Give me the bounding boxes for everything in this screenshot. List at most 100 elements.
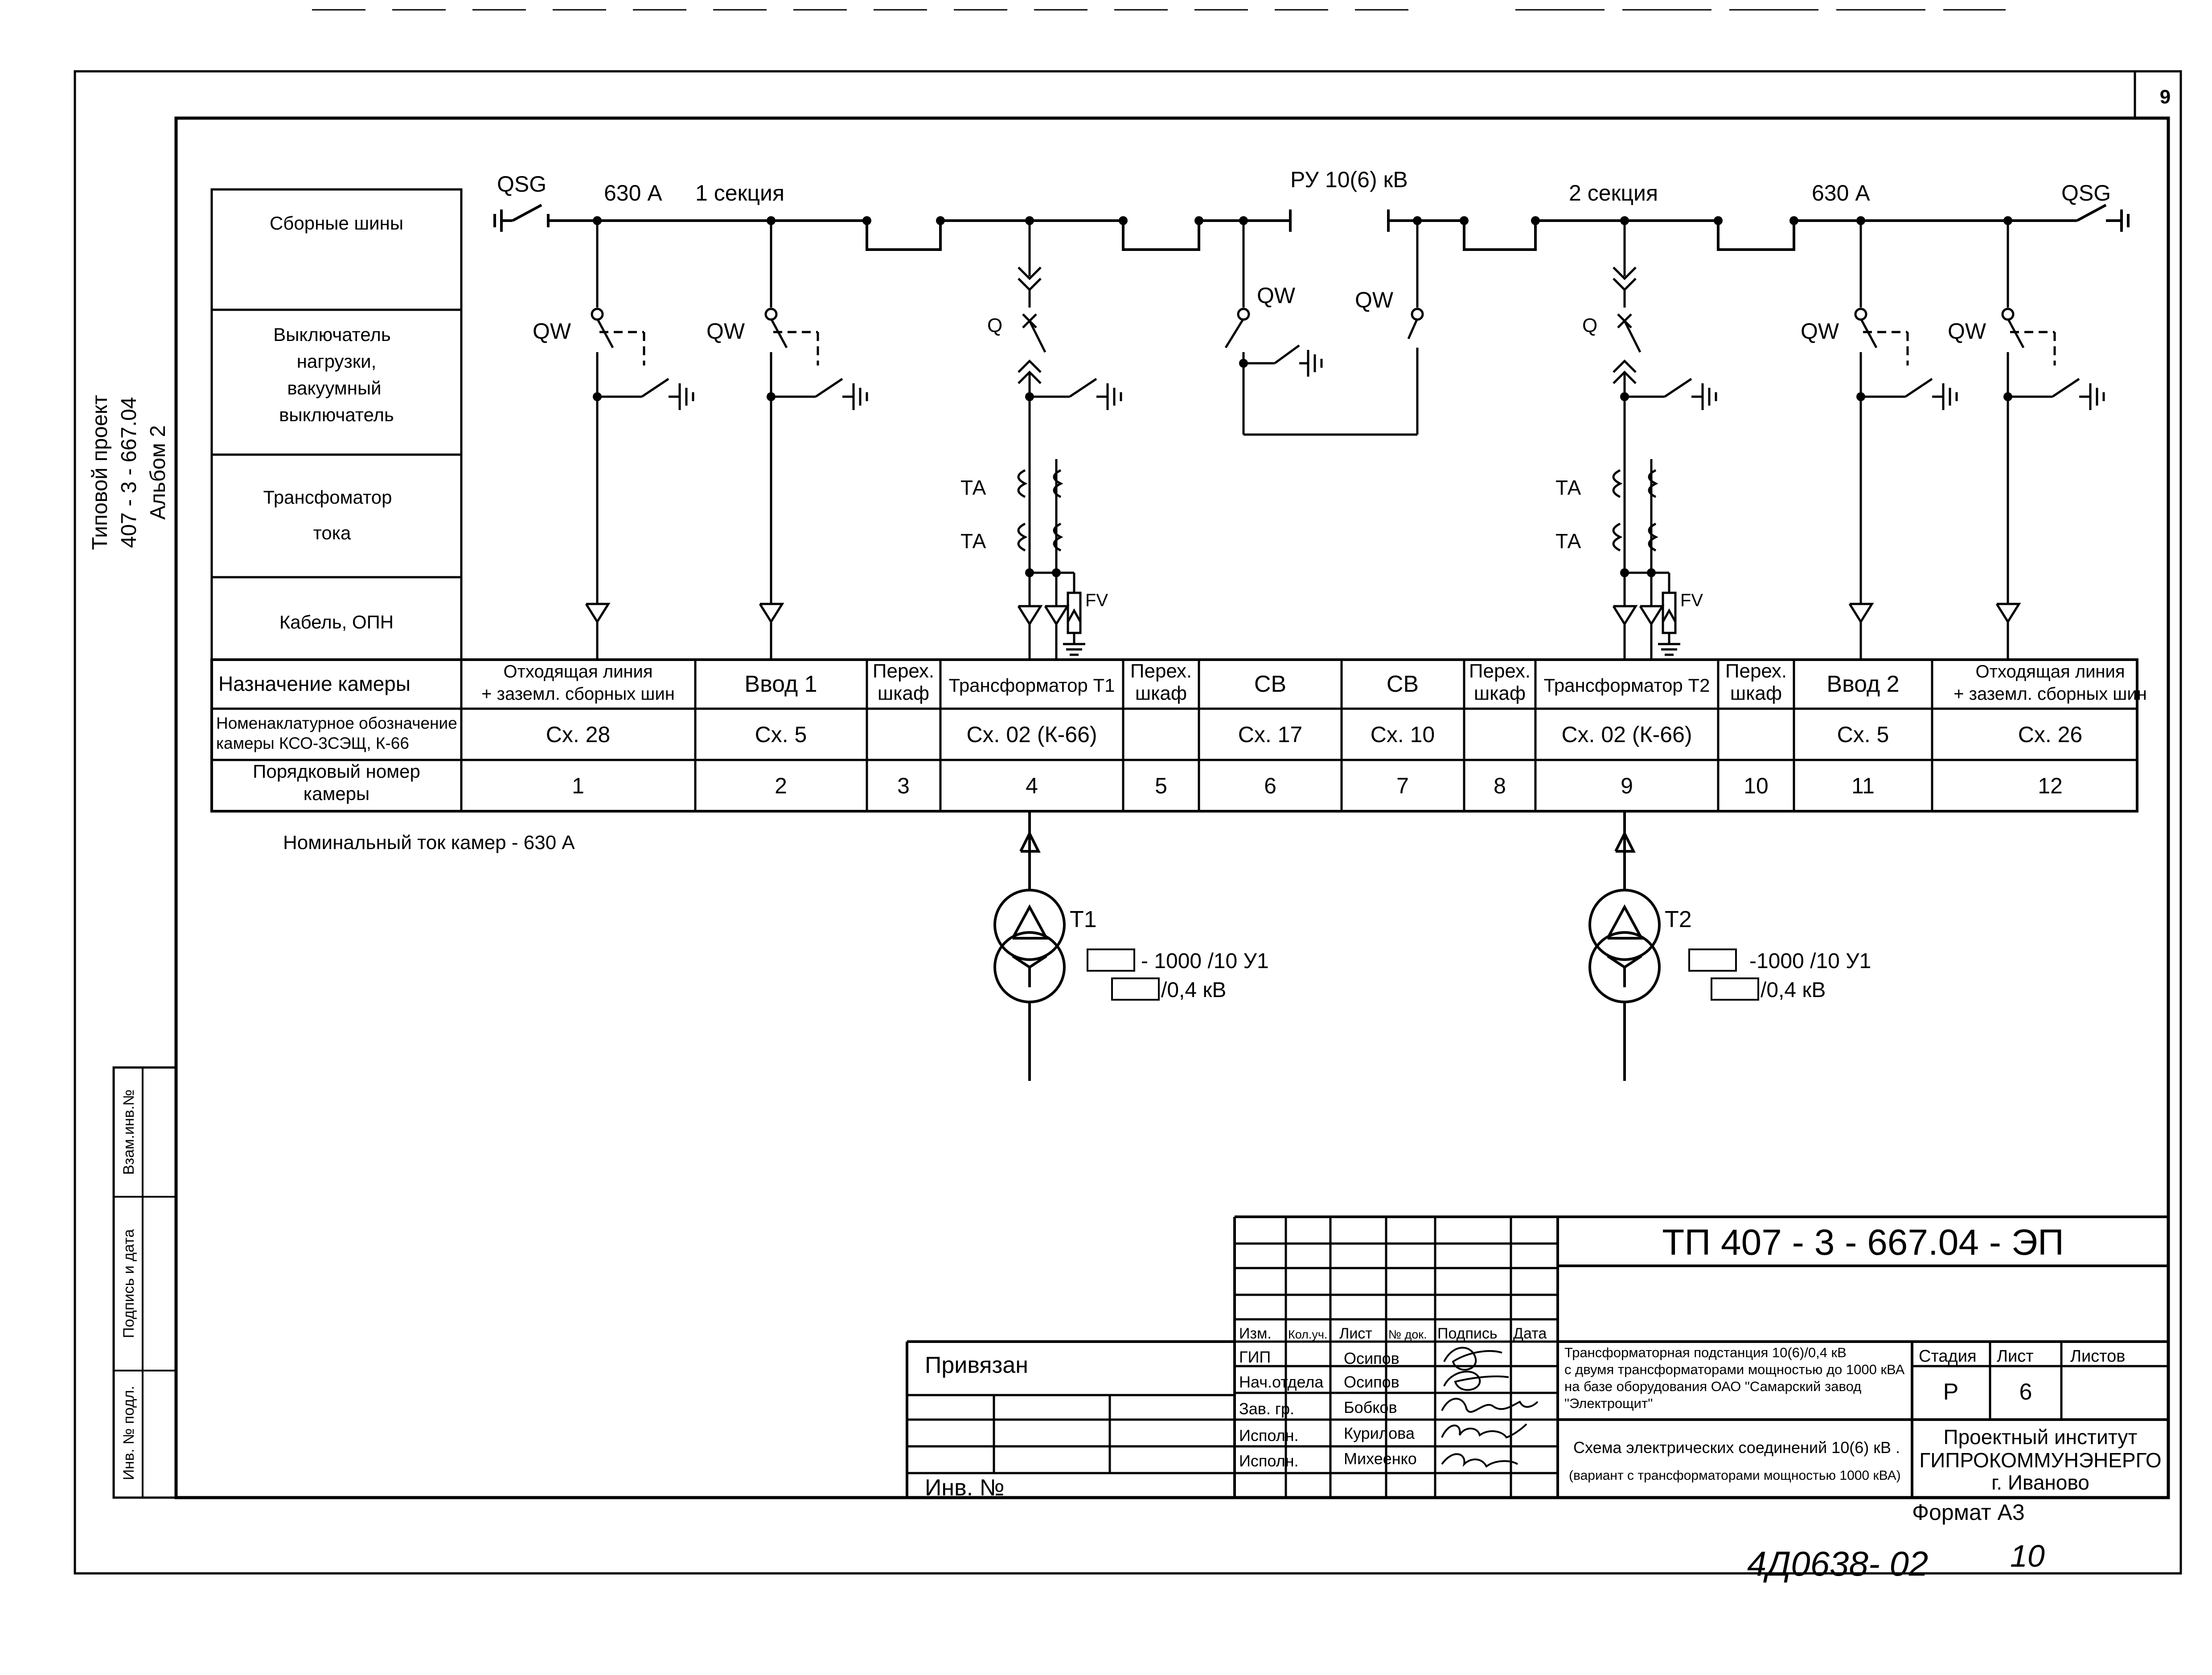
chamber-purpose-9: Трансформатор Т2 [1544,675,1710,696]
left-strip-label-3: Инв. № подл. [120,1386,137,1480]
t2-rating-hv: -1000 /10 У1 [1749,949,1871,973]
role-name-1: Осипов [1344,1349,1399,1367]
t2-label: Т2 [1665,907,1692,932]
title-block-grid [906,1215,2168,1498]
role-5: Исполн. [1239,1452,1299,1470]
purpose-header: Назначение камеры [218,672,410,695]
rev-header-signature: Подпись [1437,1325,1498,1342]
row-header-busbars: Сборные шины [270,213,403,234]
ta-label-4a: ТА [960,476,986,499]
chamber-number-1: 1 [572,773,584,798]
object-title-3: на базе оборудования ОАО "Самарский заво… [1564,1379,1861,1394]
chamber-code-11: Сх. 5 [1837,722,1889,747]
role-name-5: Михеенко [1344,1449,1417,1468]
chamber-purpose-11: Ввод 2 [1826,671,1899,697]
chamber-purpose-10-line-1: Перех. [1725,660,1787,682]
stage-value: Р [1943,1379,1959,1405]
row-header-ct-1: Трансфоматор [263,487,392,508]
left-strip-label-1: Взам.инв.№ [120,1089,137,1175]
ta-label-9b: ТА [1555,530,1581,553]
role-3: Зав. гр. [1239,1400,1294,1418]
inv-label: Инв. № [925,1475,1004,1501]
transformer-symbols [993,811,1759,1081]
qw-label-2: QW [706,319,745,344]
row-header-ct-2: тока [313,522,351,543]
qw-label-11: QW [1801,319,1839,344]
section-2-label: 2 секция [1569,181,1658,205]
org-line-3: г. Иваново [1991,1471,2089,1494]
chamber-number-10: 10 [1744,773,1769,798]
chamber-purpose-2: Ввод 1 [744,671,817,697]
row-header-switch-4: выключатель [279,404,394,425]
t1-rating-hv: - 1000 /10 У1 [1141,949,1269,973]
handwritten-page: 10 [2010,1539,2045,1573]
chamber-code-12: Сх. 26 [2018,722,2083,747]
chamber-purpose-1-line-1: Отходящая линия [503,662,653,681]
row-header-switch-2: нагрузки, [297,351,377,372]
chain-dots [593,359,2012,577]
chamber-purpose-8-line-2: шкаф [1474,682,1526,704]
role-2: Нач.отдела [1239,1373,1324,1391]
current-right-label: 630 А [1812,181,1870,205]
ta-label-9a: ТА [1555,476,1581,499]
side-stamp-line-1: Типовой проект [88,395,112,550]
chamber-purpose-4: Трансформатор Т1 [949,675,1115,696]
row-header-texts: Сборные шины Выключатель нагрузки, вакуу… [263,213,403,632]
chamber-number-4: 4 [1026,773,1038,798]
qw-label-6: QW [1257,283,1296,308]
chamber-code-7: Сх. 10 [1371,722,1435,747]
transformer-labels: Т1 - 1000 /10 У1 /0,4 кВ Т2 -1000 /10 У1… [1070,907,1871,1002]
busbars [493,204,2130,251]
chamber-number-12: 12 [2038,773,2063,798]
chamber-purpose-8-line-1: Перех. [1469,660,1531,682]
t2-rating-lv: /0,4 кВ [1761,978,1826,1002]
side-stamp: Типовой проект 407 - 3 - 667.04 Альбом 2 [88,395,170,550]
section-1-label: 1 секция [695,181,784,205]
bay-12 [1995,221,2105,660]
side-stamp-line-3: Альбом 2 [146,425,170,520]
side-stamp-line-2: 407 - 3 - 667.04 [117,397,141,548]
bay-11 [1848,221,1958,660]
chamber-purpose-6: СВ [1254,671,1286,697]
qw-label-12: QW [1948,319,1986,344]
format-label: Формат А3 [1912,1500,2025,1525]
role-1: ГИП [1239,1348,1271,1366]
row-header-switch-1: Выключатель [273,324,391,345]
fv-label-9: FV [1680,591,1703,610]
busbar-junctions [593,216,2012,225]
org-line-2: ГИПРОКОММУНЭНЕРГО [1919,1449,2161,1472]
role-name-3: Бобков [1344,1398,1397,1416]
t1-rating-lv: /0,4 кВ [1161,978,1226,1002]
drawing-designation: ТП 407 - 3 - 667.04 - ЭП [1662,1222,2064,1263]
left-strip-labels: Взам.инв.№ Подпись и дата Инв. № подл. [120,1089,137,1480]
sheet-number: 9 [2160,86,2171,108]
ta-label-4b: ТА [960,530,986,553]
chamber-purpose-5-line-1: Перех. [1130,660,1192,682]
chamber-purpose-5-line-2: шкаф [1135,682,1187,704]
chamber-number-5: 5 [1155,773,1167,798]
chamber-code-4: Сх. 02 (К-66) [966,722,1097,747]
schematic-labels: QSG 630 А 1 секция РУ 10(6) кВ 2 секция … [497,167,2111,610]
chamber-number-7: 7 [1396,773,1409,798]
object-title-4: "Электрощит" [1564,1396,1653,1411]
role-4: Исполн. [1239,1426,1299,1445]
left-strip-label-2: Подпись и дата [120,1229,137,1338]
nominal-current-note: Номинальный ток камер - 630 А [283,832,575,854]
bay-9 [1612,221,1717,660]
object-title-1: Трансформаторная подстанция 10(6)/0,4 кВ [1564,1345,1847,1360]
qsg-right-label: QSG [2061,181,2111,205]
chamber-purpose-12-line-2: + заземл. сборных шин [1953,684,2147,704]
stage-header: Стадия [1919,1347,1977,1366]
bay-4 [1017,221,1122,660]
org-line-1: Проектный институт [1944,1425,2138,1449]
rev-header-sheet: Лист [1339,1325,1372,1342]
chamber-purpose-1-line-2: + заземл. сборных шин [481,684,675,704]
chamber-number-9: 9 [1621,773,1633,798]
role-name-4: Курилова [1344,1424,1415,1442]
chamber-code-6: Сх. 17 [1238,722,1303,747]
qw-label-1: QW [533,319,571,344]
sheet-value: 6 [2019,1379,2032,1405]
row-header-cable: Кабель, ОПН [279,612,394,632]
row-header-switch-3: вакуумный [287,378,381,398]
